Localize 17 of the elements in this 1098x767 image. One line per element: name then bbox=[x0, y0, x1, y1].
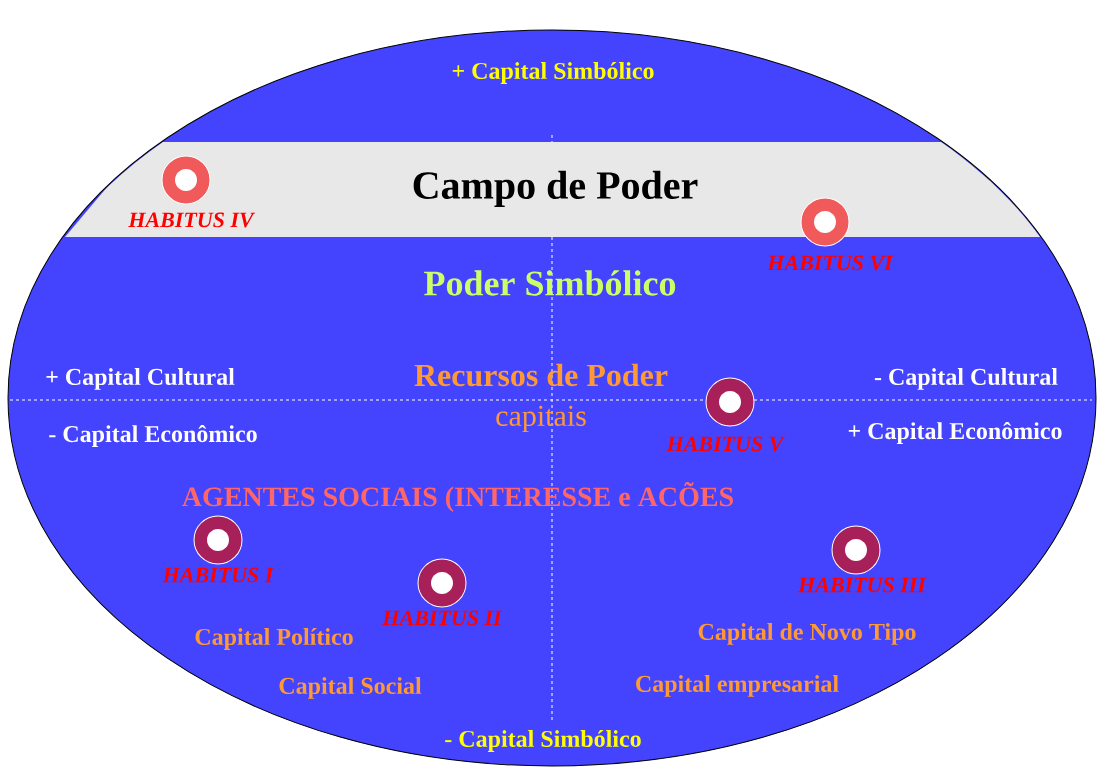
capital-label: Capital empresarial bbox=[636, 675, 839, 697]
capital-label: Capital Social bbox=[279, 677, 422, 699]
ring-label: HABITUS III bbox=[797, 577, 927, 593]
ring-label: HABITUS V bbox=[666, 436, 785, 452]
axis-label: - Capital Cultural bbox=[874, 368, 1058, 390]
ring-label: HABITUS IV bbox=[128, 212, 256, 228]
axis-label: - Capital Simbólico bbox=[445, 730, 641, 752]
ring-label: HABITUS I bbox=[162, 567, 274, 583]
capital-label: Capital Político bbox=[195, 628, 353, 650]
subheading-text: capitais bbox=[496, 405, 586, 433]
ring-label: HABITUS II bbox=[382, 610, 503, 626]
axis-label: + Capital Simbólico bbox=[452, 62, 654, 84]
axis-label: + Capital Econômico bbox=[848, 421, 1062, 444]
heading-text: AGENTES SOCIAIS (INTERESSE e ACÕES bbox=[182, 482, 733, 512]
heading-text: Poder Simbólico bbox=[424, 270, 676, 296]
ring-label: HABITUS VI bbox=[767, 255, 894, 271]
axis-label: + Capital Cultural bbox=[46, 368, 235, 390]
